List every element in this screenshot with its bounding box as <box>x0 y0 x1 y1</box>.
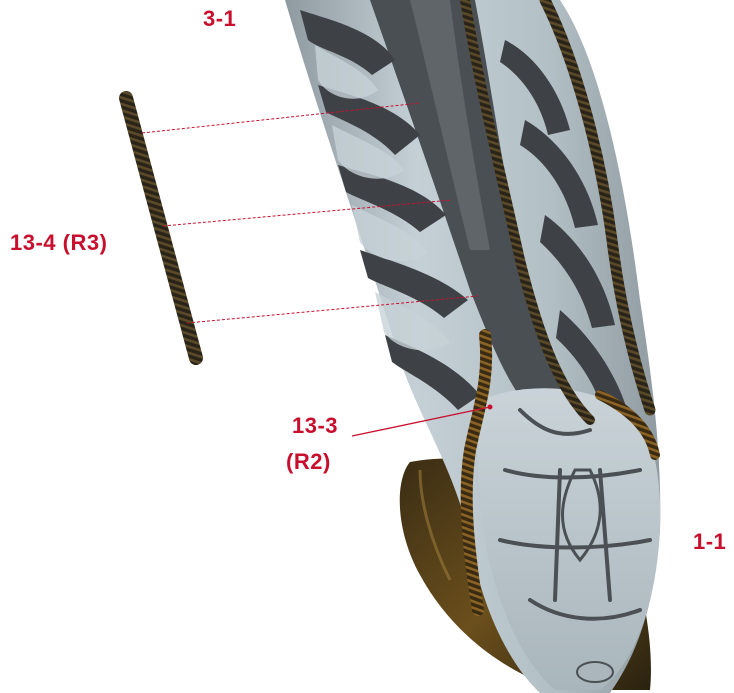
label-part-3-1: 3-1 <box>203 6 236 32</box>
label-part-13-3: 13-3 <box>292 413 338 439</box>
label-part-13-4: 13-4 (R3) <box>10 230 107 256</box>
label-part-13-3-sub: (R2) <box>286 449 331 475</box>
label-part-1-1: 1-1 <box>693 529 726 555</box>
loose-spring-rod-13-4 <box>126 98 196 358</box>
